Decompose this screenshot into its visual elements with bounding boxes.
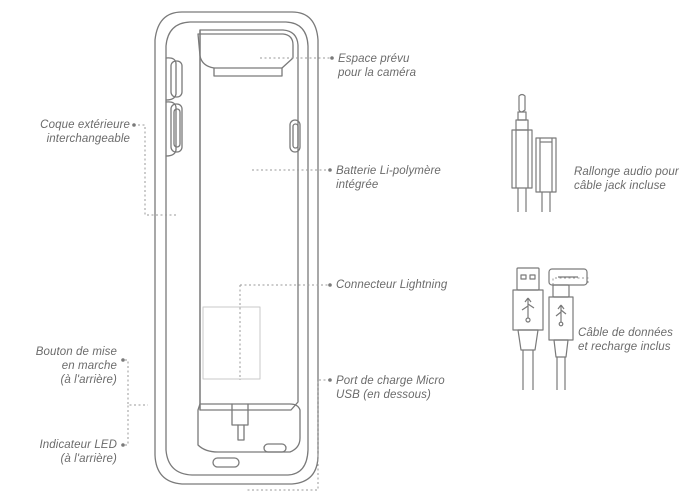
leader-power [125,359,148,406]
side-button-1 [165,57,177,101]
leader-shell [138,124,178,216]
label-cable: Câble de données et recharge inclus [578,327,673,353]
label-lightning: Connecteur Lightning [336,279,448,291]
leader-microusb [245,379,330,491]
case-cavity [199,29,299,411]
side-button-2 [170,103,183,153]
label-audio: Rallonge audio pour câble jack incluse [574,166,679,192]
lightning-connector [231,403,249,426]
audio-jack-icon [511,93,557,212]
label-battery: Batterie Li-polymère intégrée [336,165,441,191]
led-window [202,306,261,380]
side-button-right [289,119,301,153]
label-shell: Coque extérieure interchangeable [40,119,130,145]
battery-tray [197,403,301,453]
micro-usb-port [212,457,240,468]
camera-opening [197,33,294,69]
leader-lightning [239,284,330,380]
label-led: Indicateur LED (à l'arrière) [39,439,117,465]
label-microusb: Port de charge Micro USB (en dessous) [336,375,445,401]
label-camera: Espace prévu pour la caméra [338,53,417,79]
case-outer-shell [154,11,319,485]
case-inner-rim [165,21,309,476]
usb-cable-icon [512,267,588,390]
leader-cable [552,277,589,285]
label-power: Bouton de mise en marche (à l'arrière) [35,346,117,386]
leader-led [125,405,129,446]
